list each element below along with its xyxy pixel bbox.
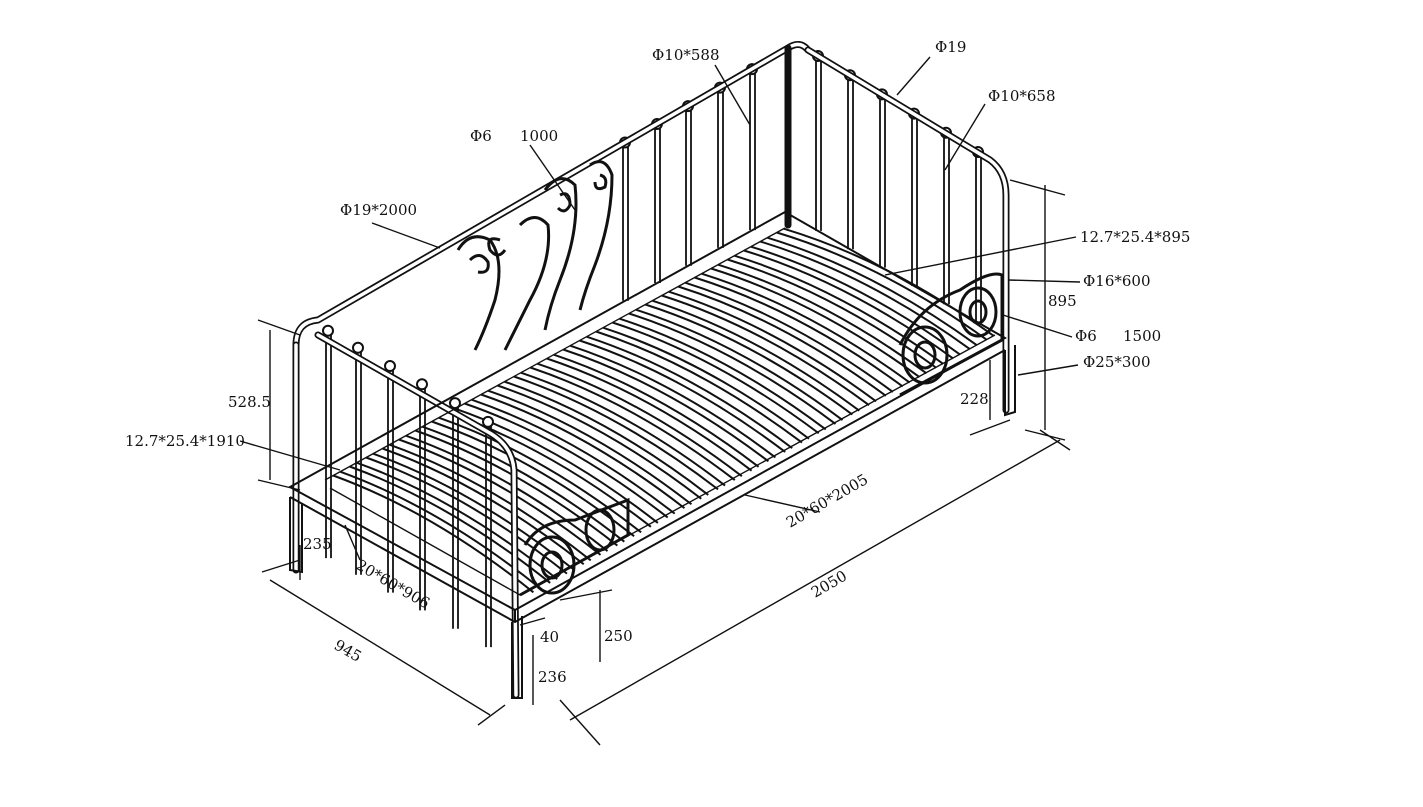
bed-slat: [586, 335, 793, 449]
label-dim-236: 236: [538, 668, 567, 686]
bed-slat: [602, 326, 810, 440]
bed-slat: [760, 240, 971, 350]
baluster: [419, 384, 426, 611]
baluster-joint: [384, 360, 396, 373]
bed-slat: [767, 236, 978, 346]
baluster: [685, 106, 692, 266]
baluster-joint: [322, 324, 334, 337]
bed-slat: [382, 447, 585, 566]
dimension-lines: [239, 56, 1081, 746]
bed-slat: [464, 402, 669, 519]
baluster: [943, 132, 950, 305]
label-dim-228: 228: [960, 390, 989, 408]
bed-slat: [454, 407, 659, 524]
bed-slat: [661, 294, 870, 406]
seat-frame: [287, 210, 1008, 624]
label-tube-19: Φ19: [935, 38, 966, 56]
label-len-1500: 1500: [1123, 327, 1161, 345]
baluster-joint: [482, 415, 494, 428]
bed-slat: [619, 317, 827, 431]
bed-slat: [349, 465, 551, 584]
baluster: [975, 152, 982, 323]
bed-slat: [628, 312, 837, 425]
bed-slat: [520, 371, 726, 487]
label-dim-528-5: 528.5: [228, 393, 271, 411]
bed-slat: [487, 389, 693, 506]
label-tube-19-2000: Φ19*2000: [340, 201, 417, 219]
label-rod-10-588: Φ10*588: [652, 46, 720, 64]
legs: [289, 345, 1016, 699]
label-dim-250: 250: [604, 627, 633, 645]
baluster-joint: [416, 378, 428, 391]
baluster: [879, 94, 886, 268]
bed-slat: [562, 348, 769, 463]
bed-slat: [635, 308, 844, 421]
bed-slat: [497, 384, 702, 500]
bed-slat: [372, 452, 575, 571]
label-rail-2005: 20*60*2005: [783, 470, 871, 531]
bed-slat: [422, 425, 625, 543]
bed-slat: [365, 456, 568, 575]
bed-slat: [668, 290, 877, 403]
bed-slat: [645, 303, 853, 416]
baluster: [815, 56, 822, 231]
label-leg-25-300: Φ25*300: [1083, 353, 1151, 371]
bed-slat: [684, 281, 894, 393]
bed-slat: [694, 276, 904, 388]
label-bar-895: 12.7*25.4*895: [1080, 228, 1190, 246]
bed-slat: [727, 258, 937, 369]
bed-slat: [356, 461, 558, 580]
bed-slat: [530, 366, 736, 481]
label-rod-10-658: Φ10*658: [988, 87, 1056, 105]
bed-slat: [677, 285, 887, 397]
bed-slat: [537, 362, 743, 477]
baluster: [749, 69, 756, 231]
label-height-895: 895: [1048, 292, 1077, 310]
bed-slat: [743, 249, 954, 360]
bed-slat: [546, 357, 753, 472]
bed-slat: [569, 344, 776, 459]
bed-slat: [701, 272, 911, 384]
baluster: [622, 142, 629, 301]
bed-frame: [287, 41, 1010, 699]
bed-slat: [553, 353, 760, 468]
balusters: [322, 50, 984, 648]
bed-slat: [717, 263, 928, 375]
label-rod-6-a: Φ6: [470, 127, 492, 145]
bed-slat: [513, 375, 719, 491]
baluster: [387, 366, 394, 593]
label-dim-235: 235: [303, 535, 332, 553]
bed-slat: [612, 321, 820, 435]
bed-slat: [480, 393, 686, 509]
bed-slat: [431, 420, 635, 537]
label-dim-40: 40: [540, 628, 559, 646]
bed-slat: [710, 267, 921, 378]
heart-scroll-panel: [456, 160, 614, 351]
bed-slat: [595, 330, 803, 444]
baluster: [717, 87, 724, 248]
baluster-joint: [352, 341, 364, 354]
bed-slat: [332, 474, 535, 594]
label-rod-6-b: Φ6: [1075, 327, 1097, 345]
bed-slat: [579, 339, 786, 453]
baluster: [325, 330, 332, 559]
label-bar-1910: 12.7*25.4*1910: [125, 432, 245, 450]
baluster: [911, 113, 918, 286]
bed-slat: [652, 299, 860, 412]
bed-slats: [332, 227, 995, 594]
baluster: [654, 124, 661, 283]
right-end-scroll-panel: [898, 272, 1004, 397]
bed-slat: [471, 398, 676, 515]
label-len-1000: 1000: [520, 127, 558, 145]
bed-slat: [438, 416, 642, 534]
baluster: [847, 75, 854, 250]
bed-slat: [504, 380, 709, 496]
front-scroll-panel: [519, 497, 630, 597]
label-tube-16-600: Φ16*600: [1083, 272, 1151, 290]
bed-slat: [750, 245, 961, 356]
bed-slat: [405, 434, 609, 552]
label-width-945: 945: [331, 636, 365, 666]
